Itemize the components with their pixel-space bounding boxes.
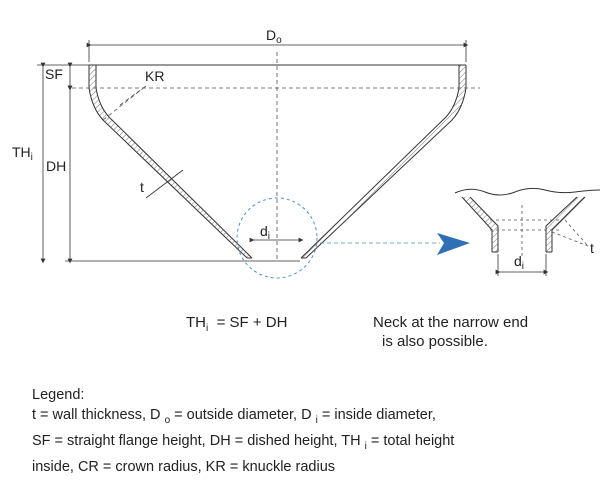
- outside-diameter-dimension: [86, 40, 469, 62]
- neck-detail-diameter-label: di: [514, 253, 524, 272]
- total-height-formula: THi = SF + DH: [186, 314, 288, 334]
- legend-title: Legend:: [32, 387, 85, 403]
- neck-detail-dashes: [490, 205, 589, 258]
- neck-note: Neck at the narrow end is also possible.: [373, 313, 528, 351]
- legend: Legend: t = wall thickness, D o = outsid…: [32, 385, 454, 477]
- knuckle-radius-label: KR: [145, 68, 164, 84]
- legend-line-1: t = wall thickness, D o = outside diamet…: [32, 407, 436, 426]
- detail-circle: [236, 197, 318, 279]
- neck-detail-hatching: [462, 197, 585, 252]
- detail-arrow-head: [437, 233, 470, 255]
- neck-detail-diameter-dimension: [495, 254, 549, 276]
- straight-flange-label: SF: [45, 66, 63, 82]
- legend-line-3: inside, CR = crown radius, KR = knuckle …: [32, 458, 336, 475]
- reference-lines: [72, 52, 480, 262]
- wall-thickness-dimension: [145, 169, 184, 199]
- dished-height-label: DH: [46, 158, 66, 174]
- cone-head-outline: [88, 64, 467, 259]
- neck-note-line-1: Neck at the narrow end: [373, 314, 529, 331]
- inside-diameter-label: di: [260, 223, 270, 242]
- outside-diameter-label: Do: [266, 27, 282, 46]
- total-height-label: THi: [12, 144, 33, 163]
- neck-detail-thickness-label: t: [590, 240, 594, 256]
- legend-line-2: SF = straight flange height, DH = dished…: [32, 432, 455, 452]
- height-dimensions: [37, 62, 89, 264]
- cone-wall-hatching: [89, 65, 466, 258]
- wall-thickness-label: t: [140, 179, 144, 195]
- neck-note-line-2: is also possible.: [382, 333, 488, 350]
